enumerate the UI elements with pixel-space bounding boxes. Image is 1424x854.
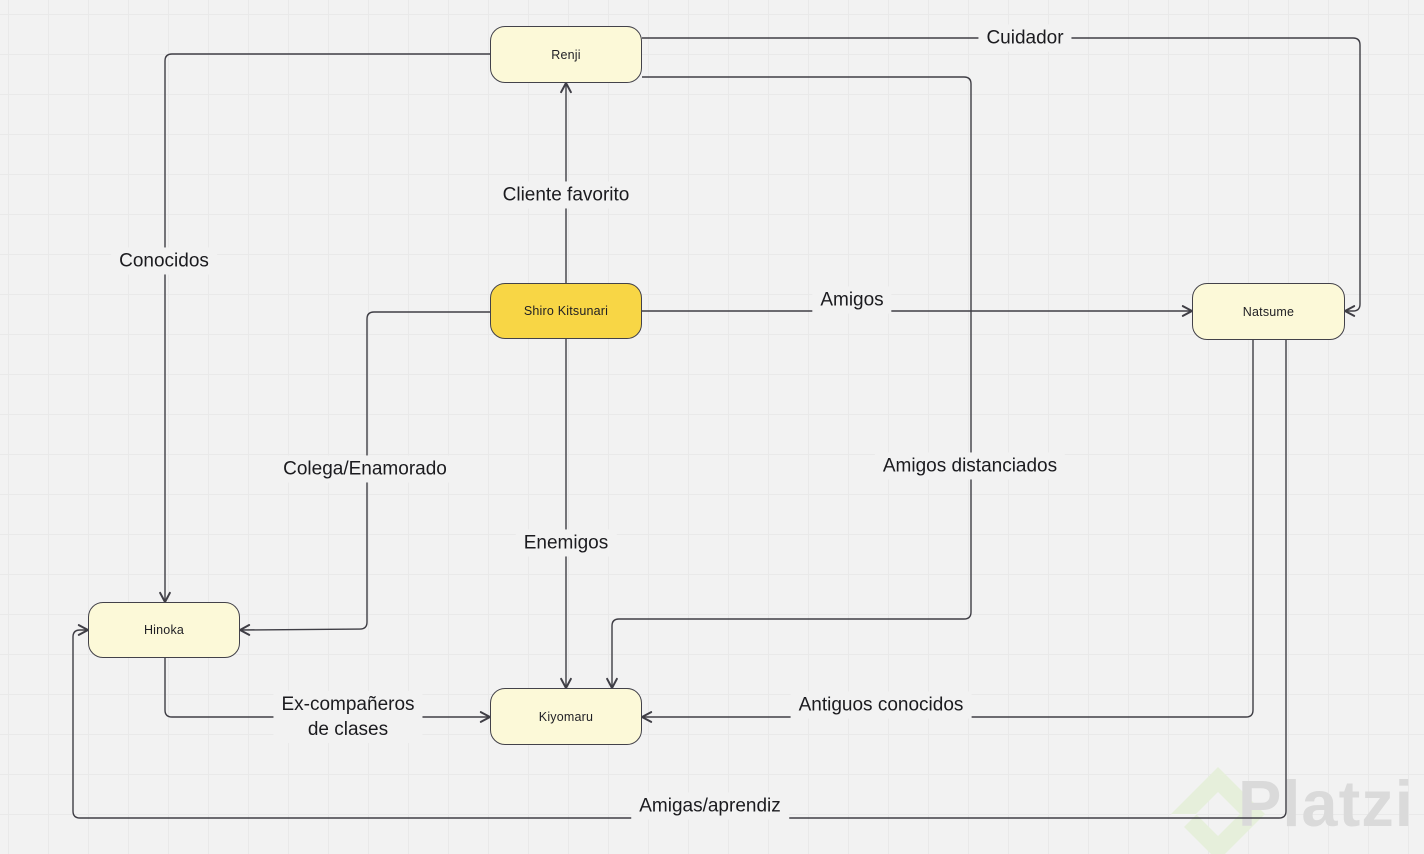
edge-ex-companeros-de-clases[interactable] — [164, 658, 491, 723]
edge-label-ex-companeros-de-clases[interactable]: Ex-compañeros de clases — [273, 690, 423, 744]
edge-cuidador[interactable] — [642, 37, 1361, 317]
node-natsume[interactable]: Natsume — [1192, 283, 1345, 340]
edge-label-amigas-aprendiz[interactable]: Amigas/aprendiz — [631, 792, 789, 820]
edge-label-cuidador[interactable]: Cuidador — [978, 24, 1072, 52]
edge-amigas-aprendiz[interactable] — [72, 340, 1287, 819]
edge-label-cliente-favorito[interactable]: Cliente favorito — [494, 181, 638, 209]
edge-label-colega-enamorado[interactable]: Colega/Enamorado — [275, 455, 455, 483]
edge-amigos-distanciados[interactable] — [606, 76, 972, 689]
edge-label-amigos-distanciados[interactable]: Amigos distanciados — [874, 452, 1066, 480]
edge-conocidos[interactable] — [159, 53, 490, 603]
edge-label-enemigos[interactable]: Enemigos — [515, 529, 617, 557]
edge-label-amigos[interactable]: Amigos — [812, 286, 892, 314]
edge-antiguos-conocidos[interactable] — [641, 340, 1254, 723]
edge-label-conocidos[interactable]: Conocidos — [111, 247, 217, 275]
edge-label-antiguos-conocidos[interactable]: Antiguos conocidos — [790, 691, 972, 719]
